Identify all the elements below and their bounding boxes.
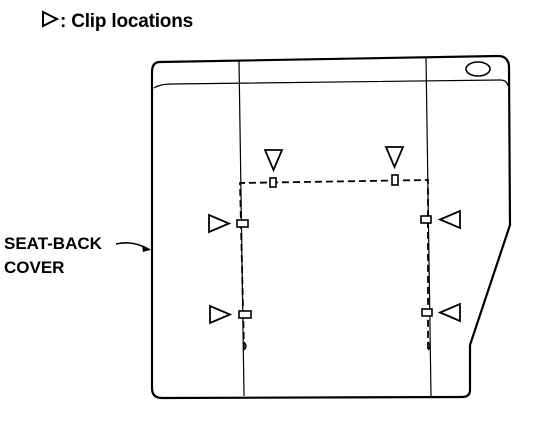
headrest-hole — [465, 61, 491, 77]
clip-symbol-icon — [42, 10, 60, 28]
seat-back-label-line2: COVER — [4, 258, 65, 277]
top-seam — [153, 79, 509, 89]
clip-right-upper — [420, 209, 461, 230]
clip-arrow-icon — [209, 304, 233, 325]
clip-arrow-icon — [437, 302, 461, 323]
seat-back-label-line1: SEAT-BACK — [4, 234, 102, 253]
clip-top-right — [384, 146, 405, 186]
hidden-line-end-right — [427, 341, 431, 351]
clip-arrow-icon — [208, 213, 232, 234]
clip-right-lower — [421, 302, 461, 323]
hidden-line-end-left — [243, 341, 247, 351]
clip-arrow-icon — [263, 149, 284, 173]
legend: : Clip locations — [40, 9, 193, 33]
label-leader-line — [115, 242, 151, 252]
clip-left-upper — [208, 213, 249, 234]
clip-arrow-icon — [384, 146, 405, 170]
clip-left-lower — [209, 304, 252, 325]
clip-arrow-icon — [437, 209, 461, 230]
seat-back-cover-label: SEAT-BACK COVER — [4, 232, 102, 280]
clip-top-left — [263, 149, 284, 188]
hidden-clip-line — [239, 179, 429, 351]
legend-text: : Clip locations — [60, 11, 193, 32]
